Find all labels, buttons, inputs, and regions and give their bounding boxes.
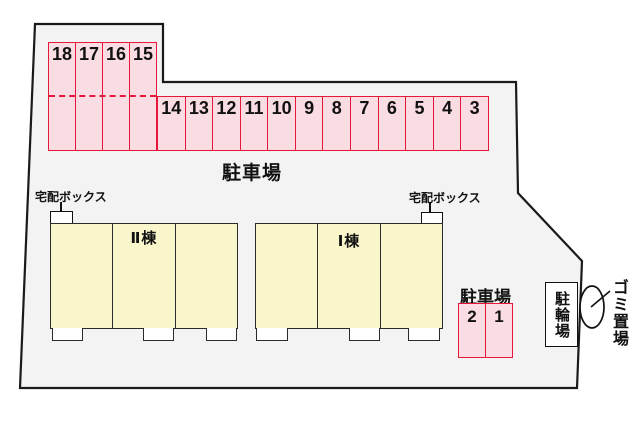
parking-space-3: 3 (460, 97, 488, 150)
parking-space-2: 2 (467, 307, 477, 326)
south-parking-label: 駐車場 (460, 288, 511, 307)
bicycle-parking-box: 駐輪場 (545, 282, 578, 347)
building-west (50, 223, 238, 329)
parking-space-6: 6 (377, 97, 406, 150)
building-east (255, 223, 443, 329)
parking-space-18: 18 (51, 44, 73, 64)
garbage-area-label: ゴミ置場 (610, 279, 627, 347)
parking-dashed-divider (49, 95, 156, 97)
parking-block-south: 2 1 (458, 303, 513, 358)
parking-row-north: 14 13 12 11 10 9 8 7 6 5 4 3 (157, 96, 489, 151)
bicycle-parking-label: 駐輪場 (553, 290, 570, 339)
building-east-unit-3 (379, 224, 442, 328)
parking-space-11: 11 (239, 97, 268, 150)
main-parking-label: 駐車場 (221, 163, 282, 184)
building-east-unit-2 (317, 224, 379, 328)
delivery-box-east-label: 宅配ボックス (409, 191, 481, 205)
delivery-box-east-pointer (429, 203, 431, 217)
entrance-porch (256, 327, 288, 341)
entrance-porch (408, 327, 440, 341)
entrance-porch (206, 327, 237, 341)
parking-space-9: 9 (294, 97, 323, 150)
entrance-porch (52, 327, 83, 341)
parking-space-12: 12 (212, 97, 240, 150)
building-west-unit-3 (174, 224, 237, 328)
garbage-leader-line (590, 290, 611, 308)
parking-space-5: 5 (405, 97, 433, 150)
building-west-unit-2 (112, 224, 174, 328)
parking-space-1: 1 (485, 304, 512, 357)
parking-space-14: 14 (161, 98, 182, 118)
delivery-box-west-label: 宅配ボックス (35, 190, 107, 204)
entrance-porch (349, 327, 380, 341)
parking-space-4: 4 (432, 97, 461, 150)
delivery-box-west-pointer (60, 202, 62, 216)
parking-space-10: 10 (267, 97, 295, 150)
building-west-label: Ⅱ棟 (130, 230, 158, 247)
parking-space-13: 13 (184, 97, 213, 150)
parking-space-8: 8 (322, 97, 350, 150)
building-east-label: Ⅰ棟 (337, 233, 361, 250)
parking-block-west: 18 17 16 15 (48, 42, 157, 151)
parking-space-7: 7 (350, 97, 378, 150)
entrance-porch (143, 327, 174, 341)
